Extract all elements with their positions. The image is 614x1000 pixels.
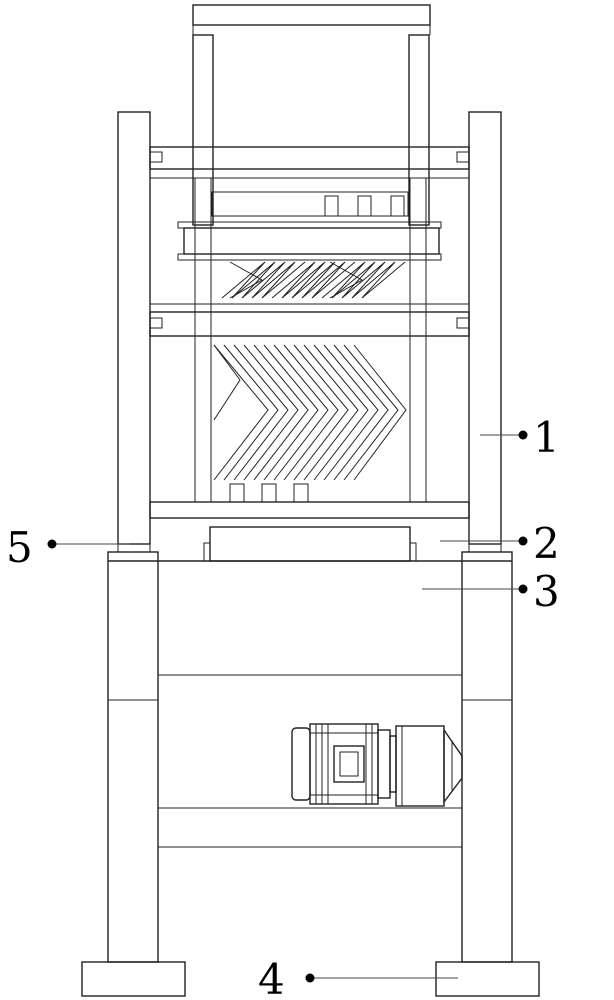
upper-side-columns [117,111,502,545]
upper-crossbeam [149,146,470,179]
upper-spring [221,261,406,299]
callout-4: 4 [258,955,285,1000]
lower-spring [213,344,407,481]
connecting-plates [117,543,502,553]
top-small-blocks [211,191,409,217]
callout-3: 3 [533,567,560,616]
lower-crossbeam [149,501,470,519]
top-frame [192,4,431,226]
lower-housing [108,560,512,848]
press-plate [177,221,442,261]
feet [81,961,540,997]
callout-2: 2 [533,519,560,568]
inner-posts [194,178,427,502]
middle-crossbeam [149,303,470,337]
callout-5: 5 [6,523,33,572]
base-plate [203,526,417,562]
leader-lines [47,430,528,983]
bottom-small-blocks [229,483,309,503]
callout-1: 1 [533,413,560,462]
motor [291,723,463,807]
